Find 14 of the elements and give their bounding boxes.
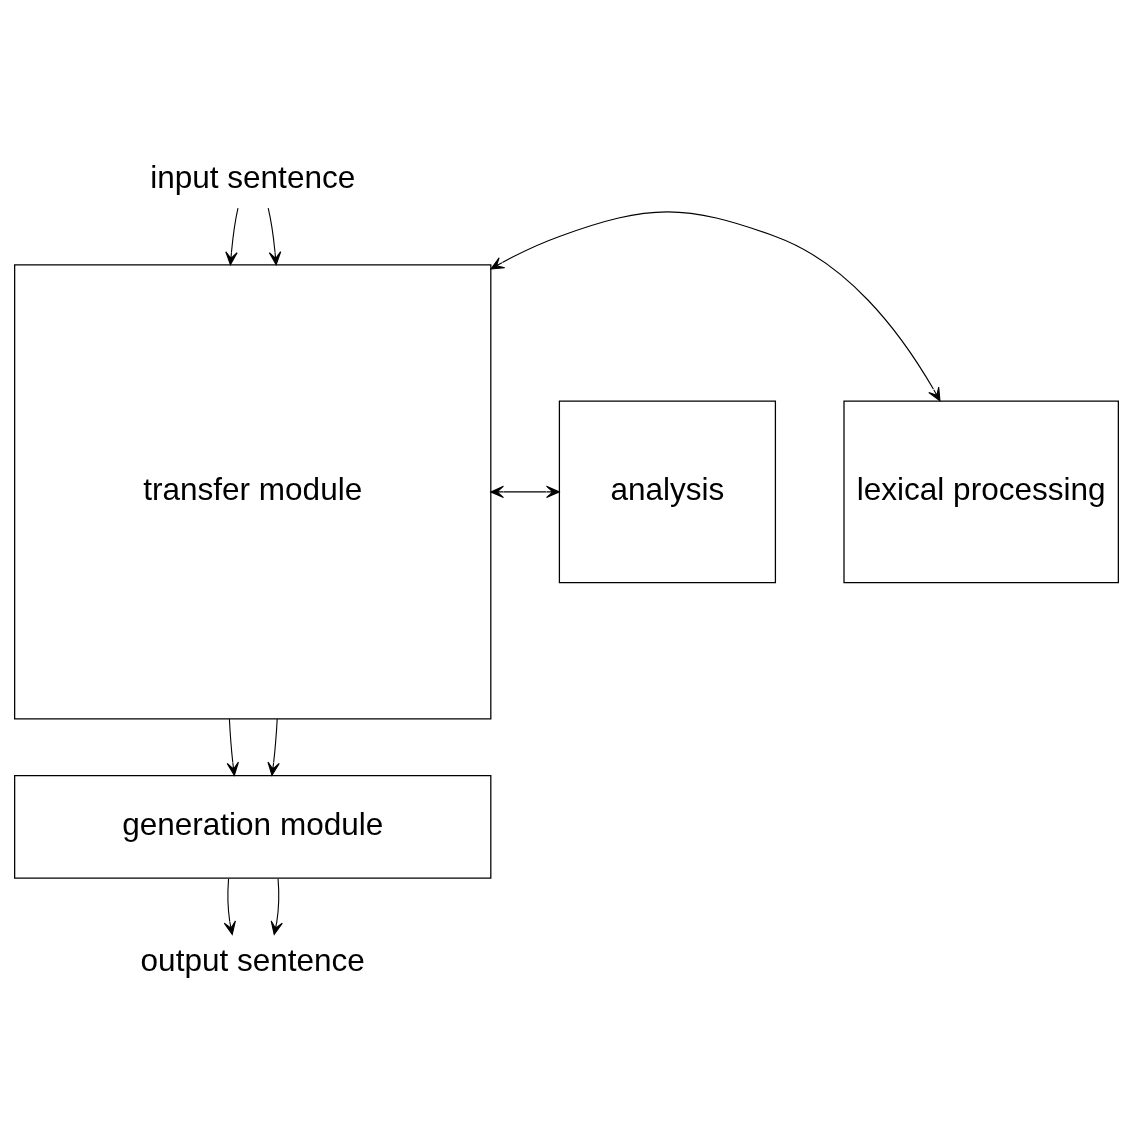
arrow bbox=[223, 877, 236, 935]
node-box: transfer module bbox=[14, 263, 492, 720]
arrow bbox=[225, 207, 239, 265]
node-text: input sentence bbox=[150, 158, 356, 195]
node-text: output sentence bbox=[140, 941, 365, 978]
arrow bbox=[270, 877, 283, 935]
node-box: analysis bbox=[558, 400, 777, 583]
arrow bbox=[226, 717, 239, 776]
arrow bbox=[490, 485, 560, 498]
arrow bbox=[267, 207, 282, 265]
arrow bbox=[490, 210, 941, 401]
node-box: lexical processing bbox=[843, 400, 1119, 583]
node-box: generation module bbox=[14, 774, 492, 879]
arrow bbox=[267, 717, 280, 776]
